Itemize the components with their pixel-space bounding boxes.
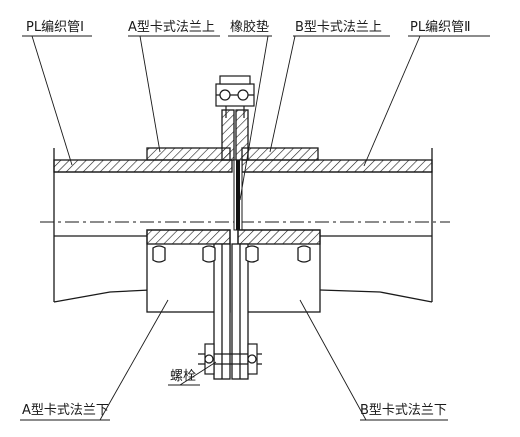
label-gasket: 橡胶垫 bbox=[230, 19, 269, 35]
label-b-flange-bottom: B型卡式法兰下 bbox=[360, 403, 447, 418]
top-bolt bbox=[215, 75, 255, 118]
pl-pipe-2 bbox=[241, 148, 433, 303]
label-b-flange-top: B型卡式法兰上 bbox=[295, 20, 382, 35]
leader-lines bbox=[20, 35, 490, 421]
b-flange-top bbox=[235, 109, 319, 161]
b-flange-bottom bbox=[231, 229, 321, 380]
bottom-bolt bbox=[198, 343, 262, 375]
pl-pipe-1 bbox=[53, 148, 233, 303]
label-a-flange-top: A型卡式法兰上 bbox=[128, 20, 215, 35]
label-a-flange-bottom: A型卡式法兰下 bbox=[22, 403, 109, 418]
label-bolt: 螺栓 bbox=[170, 369, 196, 384]
a-flange-top bbox=[146, 109, 235, 161]
label-pl-pipe-1: PL编织管Ⅰ bbox=[26, 20, 84, 35]
a-flange-bottom bbox=[146, 229, 231, 380]
label-pl-pipe-2: PL编织管Ⅱ bbox=[410, 20, 470, 35]
